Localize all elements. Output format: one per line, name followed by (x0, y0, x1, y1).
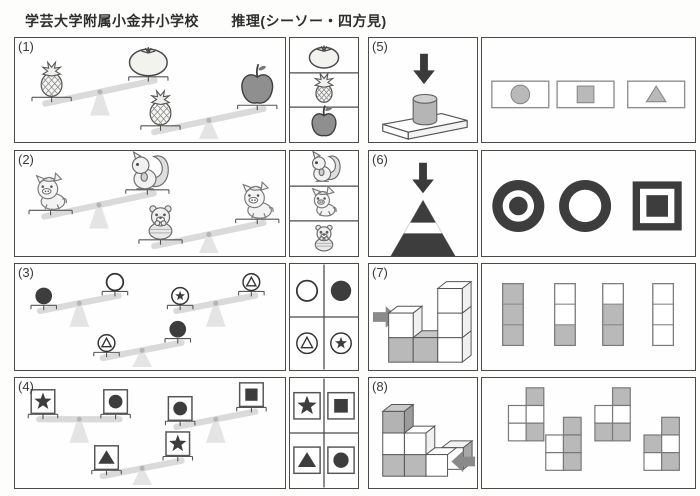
problem-4-figure (27, 382, 267, 486)
problem-2-figure (28, 151, 280, 254)
problem-5-answer-box (481, 37, 696, 143)
problem-7-label: (7) (372, 265, 388, 280)
problem-7-box: (7) (368, 263, 478, 371)
problem-5-figure (382, 53, 468, 140)
problem-1-box: (1) (14, 37, 286, 143)
problem-6-answer-box (481, 150, 696, 257)
problem-7-figure (372, 280, 473, 364)
problem-7-answer-box (481, 263, 696, 371)
problem-2-answer-figure (290, 151, 358, 252)
problem-6-answer-figure (492, 179, 682, 232)
problem-6-box: (6) (368, 150, 478, 257)
problem-3-answer-figure (290, 264, 358, 370)
worksheet-topic: 推理(シーソー・四方見) (231, 13, 387, 29)
problem-3-answer-box (289, 263, 359, 371)
problem-8-answer-figure (507, 387, 680, 471)
problem-4-label: (4) (18, 379, 34, 394)
problem-3-box: (3) (14, 263, 286, 371)
problem-4-answer-box (289, 377, 359, 489)
problem-8-label: (8) (372, 379, 388, 394)
problem-1-figure (31, 47, 278, 140)
problem-6-figure (390, 162, 456, 256)
problem-8-box: (8) (368, 377, 478, 489)
problem-4-box: (4) (14, 377, 286, 489)
school-name: 学芸大学附属小金井小学校 (25, 13, 199, 29)
problem-5-answer-figure (491, 80, 686, 109)
problem-1-label: (1) (18, 39, 34, 54)
problem-2-label: (2) (18, 152, 34, 167)
problem-2-answer-box (289, 150, 359, 257)
worksheet-header: 学芸大学附属小金井小学校 推理(シーソー・四方見) (25, 11, 387, 31)
problem-6-label: (6) (372, 152, 388, 167)
problem-4-answer-figure (290, 378, 358, 488)
problem-7-answer-figure (502, 283, 674, 347)
problem-5-label: (5) (372, 39, 388, 54)
problem-3-figure (30, 272, 265, 368)
problem-1-answer-box (289, 37, 359, 143)
problem-3-label: (3) (18, 265, 34, 280)
problem-2-box: (2) (14, 150, 286, 257)
problem-8-figure (381, 403, 476, 477)
problem-1-answer-figure (290, 45, 358, 137)
problem-8-answer-box (481, 377, 696, 489)
problem-5-box: (5) (368, 37, 478, 143)
